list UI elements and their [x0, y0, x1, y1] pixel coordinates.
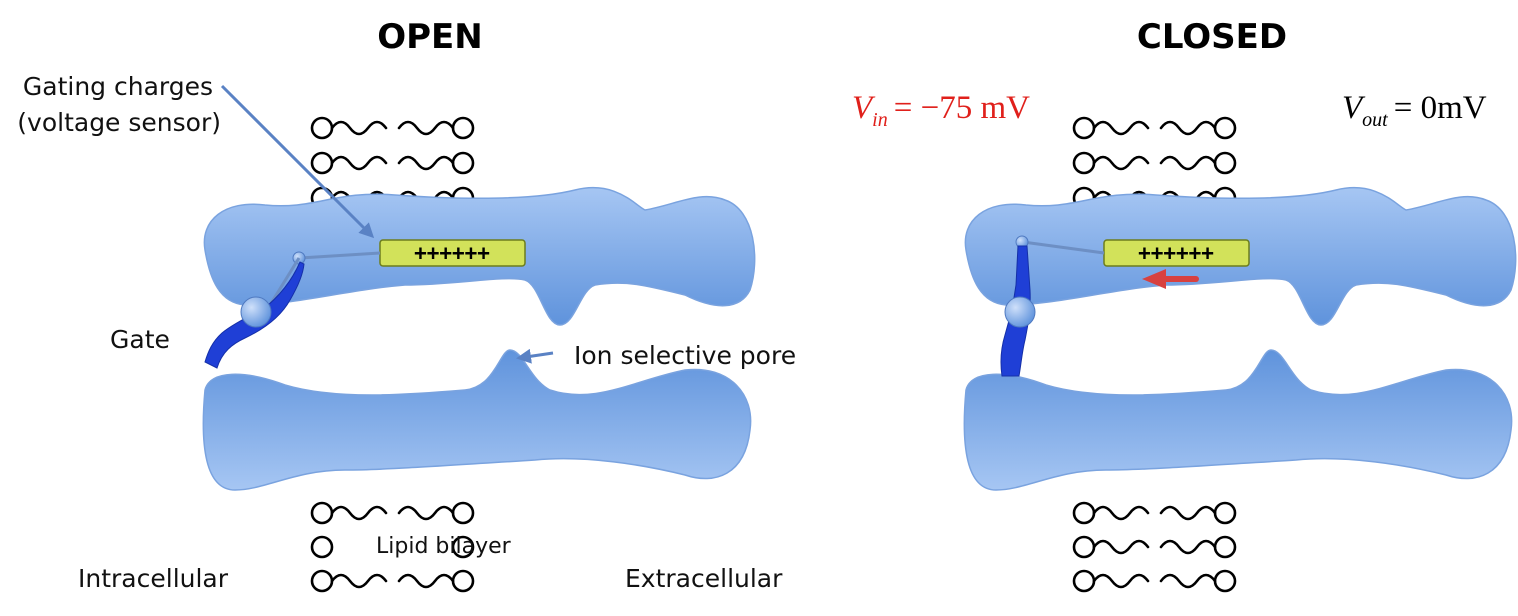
closed-panel-title: CLOSED: [1137, 17, 1287, 57]
gate-hinge: [240, 296, 272, 328]
v-out-equation: Vout= 0mV: [1342, 90, 1487, 131]
voltage-sensor-closed: ++++++: [1103, 239, 1250, 267]
lipid-bilayer-label: Lipid bilayer: [376, 534, 512, 559]
gating-charges-pointer: [220, 84, 375, 239]
pore-pointer: [516, 348, 554, 364]
sensor-movement-arrow: [1142, 269, 1199, 289]
gating-charges: ++++++: [414, 241, 490, 265]
sensor-linker: [299, 251, 381, 260]
voltage-sensor: ++++++: [379, 239, 526, 267]
gate-label: Gate: [110, 325, 170, 354]
lower-lipid-bilayer-closed: [1072, 501, 1237, 593]
extracellular-label: Extracellular: [625, 564, 783, 593]
gating-charges-label-line1: Gating charges: [23, 72, 213, 101]
gate-hinge-closed: [1004, 296, 1036, 328]
sensor-linker-closed: [1022, 240, 1105, 255]
gating-charges-closed: ++++++: [1138, 241, 1214, 265]
open-panel-title: OPEN: [377, 17, 483, 57]
intracellular-label: Intracellular: [78, 564, 229, 593]
pore-label: Ion selective pore: [574, 341, 796, 370]
lower-protein-subunit-closed: [963, 349, 1513, 491]
v-in-equation: Vin= −75 mV: [852, 90, 1030, 131]
open-panel: OPEN ++++++: [17, 17, 796, 593]
lower-protein-subunit: [202, 349, 752, 491]
gating-charges-label-line2: (voltage sensor): [17, 108, 221, 137]
closed-panel: CLOSED Vin= −75 mV Vout= 0mV ++++++: [852, 17, 1517, 593]
